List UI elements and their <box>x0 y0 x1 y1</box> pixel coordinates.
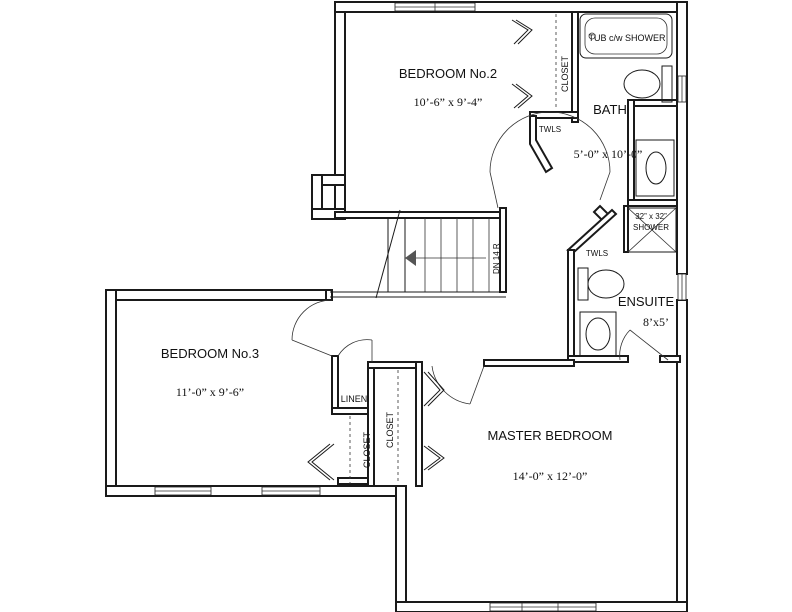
twls-label-ensuite: TWLS <box>586 249 608 258</box>
bedroom3-size: 11’-0” x 9’-6” <box>176 385 244 399</box>
bedroom2-size: 10’-6” x 9’-4” <box>414 95 483 109</box>
bedroom3-name: BEDROOM No.3 <box>161 346 259 361</box>
toilet-bowl <box>623 69 661 99</box>
arrow-left-icon <box>405 250 416 266</box>
shower-size-label: 32” x 32” <box>635 212 667 221</box>
master-name: MASTER BEDROOM <box>488 428 613 443</box>
vanity <box>635 139 675 197</box>
sink-icon <box>645 151 667 185</box>
bedroom2-name: BEDROOM No.2 <box>399 66 497 81</box>
ensuite-size: 8’x5’ <box>643 315 669 329</box>
ensuite-name: ENSUITE <box>618 294 675 309</box>
toilet-tank <box>661 65 673 103</box>
twls-label-bath: TWLS <box>539 125 561 134</box>
fixture-labels: TUB c/w SHOWER 32” x 32” SHOWER TWLS TWL… <box>341 33 669 468</box>
room-labels: BEDROOM No.2 10’-6” x 9’-4” BATH 5’-0” x… <box>161 66 675 483</box>
closet-label-bedroom3: CLOSET <box>362 431 372 468</box>
exterior-walls <box>105 1 688 612</box>
closet-label-bedroom2: CLOSET <box>560 55 570 92</box>
ensuite-toilet-tank <box>577 267 589 301</box>
ensuite-toilet-bowl <box>587 269 625 299</box>
ensuite-sink-icon <box>585 317 611 351</box>
bath-fixtures <box>577 13 677 357</box>
master-size: 14’-0” x 12’-0” <box>513 469 588 483</box>
doors <box>291 19 669 481</box>
windows <box>154 2 687 612</box>
interior-walls <box>325 11 681 487</box>
staircase <box>330 207 507 299</box>
closet-label-master: CLOSET <box>385 411 395 448</box>
closet-rods <box>349 14 557 484</box>
bath-name: BATH <box>593 102 627 117</box>
bath-size: 5’-0” x 10’-0” <box>574 147 643 161</box>
shower-label: SHOWER <box>633 223 669 232</box>
linen-label: LINEN <box>341 394 368 404</box>
shower-stall <box>627 207 677 253</box>
stair-label: DN 14 R <box>492 243 501 274</box>
bathtub <box>579 13 673 59</box>
tub-label: TUB c/w SHOWER <box>588 33 666 43</box>
ensuite-vanity <box>579 311 617 357</box>
